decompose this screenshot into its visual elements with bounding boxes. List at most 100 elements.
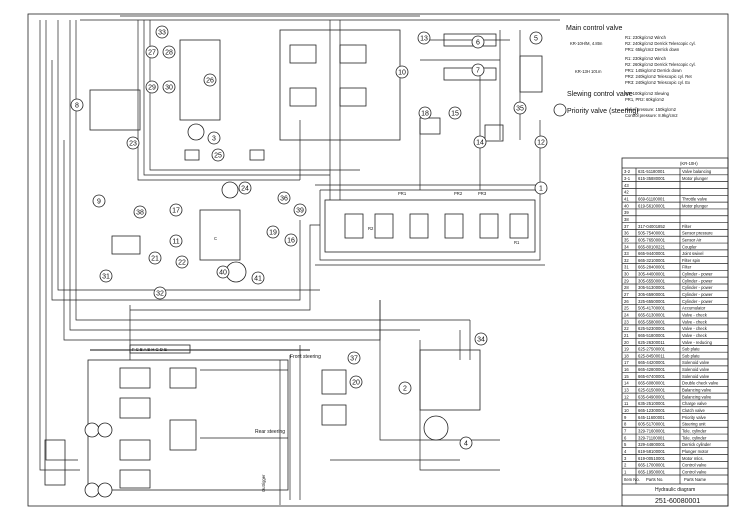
parts-item-no: 33 <box>624 251 629 256</box>
callout-number-10: 10 <box>398 69 406 76</box>
parts-item-no: 15 <box>624 374 629 379</box>
parts-item-no: 3 <box>624 456 627 461</box>
front-steering-label: Front steering <box>290 354 321 360</box>
pr2-label: PR2 <box>454 191 463 196</box>
parts-number: 665-60800001 <box>638 381 666 386</box>
parts-item-no: 1 <box>624 469 627 474</box>
slewing-valve-26 <box>179 39 221 121</box>
parts-name: Cylinder - power <box>682 285 713 290</box>
main-control-valve-10 <box>279 29 401 141</box>
parts-name: Filter <box>682 265 692 270</box>
parts-item-no: 43 <box>624 183 629 188</box>
callout-number-35: 35 <box>516 105 524 112</box>
callout-number-5: 5 <box>534 35 538 42</box>
parts-item-no: 11 <box>624 401 629 406</box>
parts-item-no: 20 <box>624 340 629 345</box>
callout-number-38: 38 <box>136 209 144 216</box>
priority-line-2: Control pressure: 8.9kg/cm2 <box>625 113 678 118</box>
callout-balloon-41 <box>251 271 265 285</box>
parts-number: 665-80100221 <box>638 244 666 249</box>
callout-balloon-12 <box>534 135 548 149</box>
parts-number: 325-65500001 <box>638 299 666 304</box>
parts-item-no: 3-2 <box>624 169 631 174</box>
callout-balloon-13 <box>417 31 431 45</box>
parts-number: 665-32100001 <box>638 258 666 263</box>
callout-balloon-28 <box>162 45 176 59</box>
parts-number: 665-67400001 <box>638 374 666 379</box>
callout-balloon-27 <box>145 45 159 59</box>
parts-number: 665-61300001 <box>638 312 666 317</box>
callout-balloon-8 <box>70 98 84 112</box>
parts-item-no: 4 <box>624 449 627 454</box>
parts-item-no: 14 <box>624 381 629 386</box>
parts-number: 665-51800001 <box>638 333 666 338</box>
col-item: Item No. <box>624 477 640 482</box>
parts-name: Balancing valve <box>682 388 712 393</box>
parts-item-no: 24 <box>624 312 629 317</box>
callout-number-30: 30 <box>165 84 173 91</box>
parts-item-no: 3-1 <box>624 176 631 181</box>
steering-cylinders <box>44 367 197 498</box>
parts-name: Valve - check <box>682 312 708 317</box>
parts-item-no: 10 <box>624 408 629 413</box>
r1-label: R1 <box>514 240 520 245</box>
parts-number: 665-44200001 <box>638 360 666 365</box>
parts-item-no: 21 <box>624 333 629 338</box>
callout-number-2: 2 <box>403 385 407 392</box>
callout-number-29: 29 <box>148 84 156 91</box>
callout-number-23: 23 <box>129 140 137 147</box>
parts-number: 665-17000001 <box>638 463 666 468</box>
steering-unit-8 <box>89 89 141 131</box>
parts-item-no: 16 <box>624 367 629 372</box>
parts-name: Solenoid valve <box>682 367 710 372</box>
parts-name: Motor mlcs. <box>682 456 704 461</box>
parts-number: 665-12300001 <box>638 408 666 413</box>
callout-number-27: 27 <box>148 49 156 56</box>
callout-balloon-18 <box>418 106 432 120</box>
col-parts-no: Parts No. <box>646 477 663 482</box>
parts-name: Double check valve <box>682 381 719 386</box>
parts-name: Plunger motor <box>682 449 709 454</box>
parts-name: Balancing valve <box>682 394 712 399</box>
callout-balloon-15 <box>448 106 462 120</box>
callout-number-36: 36 <box>280 195 288 202</box>
parts-name: Control valve <box>682 469 707 474</box>
callout-number-41: 41 <box>254 275 262 282</box>
valve-10-spools <box>289 44 367 107</box>
callout-balloon-31 <box>99 269 113 283</box>
callout-balloon-32 <box>153 286 167 300</box>
callout-balloon-19 <box>266 225 280 239</box>
parts-number: 665-94400001 <box>638 251 666 256</box>
callout-balloon-23 <box>126 136 140 150</box>
rear-steering-label: Rear steering <box>255 429 285 435</box>
pr3-label: PR3 <box>478 191 487 196</box>
parts-item-no: 32 <box>624 258 629 263</box>
callout-number-15: 15 <box>451 110 459 117</box>
callout-number-3: 3 <box>212 135 216 142</box>
parts-number: 669-61100001 <box>638 197 665 202</box>
parts-name: Sensor pressure <box>682 231 713 236</box>
kr13-line-2: R2: 260kg/cm2 Derrick Telescopic cyl. <box>625 62 696 67</box>
charge-valve-11 <box>199 209 241 261</box>
slewing-line-2: PR1, PR2: 60kg/cm2 <box>625 97 665 102</box>
parts-item-no: 8 <box>624 422 627 427</box>
kr13-line-3: PR1: 145kg/cm2 Derrick down <box>625 68 682 73</box>
parts-number: 665-55800001 <box>638 319 666 324</box>
parts-number: 329-71100001 <box>638 435 665 440</box>
callout-balloon-34 <box>474 332 488 346</box>
parts-name: Solenoid valve <box>682 374 710 379</box>
callout-number-22: 22 <box>178 259 186 266</box>
parts-name: Accumulator <box>682 306 706 311</box>
hydraulic-lines: F C B A B H G D E <box>39 15 567 505</box>
parts-name: Clutch valve <box>682 408 705 413</box>
kr13-line-4: PR2: 240kg/cm2 Telescopic cyl. Ret <box>625 74 693 79</box>
parts-name: Valve - check <box>682 333 708 338</box>
callout-balloon-20 <box>349 375 363 389</box>
parts-item-no: 7 <box>624 428 627 433</box>
parts-name: Derrick cylinder <box>682 442 711 447</box>
parts-item-no: 6 <box>624 435 627 440</box>
motor-3 <box>187 123 205 141</box>
pr1-label: PR1 <box>398 191 407 196</box>
parts-item-no: 5 <box>624 442 627 447</box>
